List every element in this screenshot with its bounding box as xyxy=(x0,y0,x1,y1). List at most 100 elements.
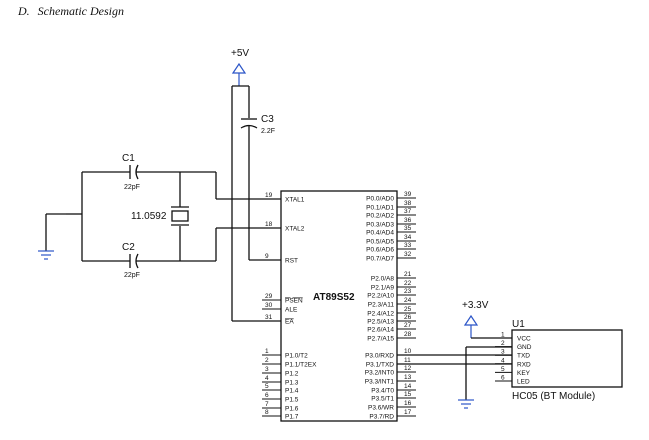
pin-number: 31 xyxy=(265,314,273,321)
pin-number: 35 xyxy=(404,225,412,232)
pin-number: 3 xyxy=(501,349,505,356)
section-heading: D. Schematic Design xyxy=(18,4,132,19)
pin-number: 17 xyxy=(404,409,412,416)
pin-number: 38 xyxy=(404,200,412,207)
mcu-pin: 2P1.1/T2EX xyxy=(262,357,317,369)
pin-label: P3.0/RXD xyxy=(365,353,394,360)
pin-label: XTAL2 xyxy=(285,226,305,233)
pin-label: P1.3 xyxy=(285,380,299,387)
pin-number: 21 xyxy=(404,271,412,278)
pin-label: P0.3/AD3 xyxy=(366,222,394,229)
pin-number: 28 xyxy=(404,331,412,338)
pin-number: 34 xyxy=(404,234,412,241)
pin-number: 39 xyxy=(404,191,412,198)
vcc5-label: +5V xyxy=(231,48,249,59)
pin-number: 23 xyxy=(404,288,412,295)
pin-number: 6 xyxy=(265,392,269,399)
ground-icon xyxy=(458,399,474,409)
pin-number: 4 xyxy=(265,375,269,382)
vcc33-symbol xyxy=(463,314,479,338)
mcu-pin: 1P1.0/T2 xyxy=(262,348,308,360)
pin-label: LED xyxy=(517,379,530,386)
pin-label: P0.4/AD4 xyxy=(366,230,394,237)
pin-label: P2.1/A9 xyxy=(371,285,395,292)
pin-label: P0.0/AD0 xyxy=(366,196,394,203)
pin-label: VCC xyxy=(517,336,531,343)
pin-label: P1.7 xyxy=(285,414,299,421)
pin-label: P0.6/AD6 xyxy=(366,247,394,254)
pin-number: 30 xyxy=(265,302,273,309)
pin-number: 1 xyxy=(265,348,269,355)
mcu-pin: 7P1.6 xyxy=(262,401,299,413)
mcu-pin: 4P1.3 xyxy=(262,375,299,387)
c3-name: C3 xyxy=(261,114,274,125)
pin-number: 15 xyxy=(404,391,412,398)
mcu-pin: 8P1.7 xyxy=(262,409,299,421)
pin-label: P3.2/INT0 xyxy=(365,370,395,377)
pin-number: 4 xyxy=(501,357,505,364)
pin-number: 6 xyxy=(501,375,505,382)
pin-label: P2.3/A11 xyxy=(368,302,395,309)
pin-number: 36 xyxy=(404,217,412,224)
pin-number: 11 xyxy=(404,357,411,364)
pin-label: P0.1/AD1 xyxy=(366,205,394,212)
crystal xyxy=(171,206,189,226)
pin-label: P0.7/AD7 xyxy=(366,256,394,263)
pin-label: TXD xyxy=(517,353,530,360)
pin-number: 37 xyxy=(404,208,412,215)
pin-number: 18 xyxy=(265,221,273,228)
mcu-pin: 6P1.5 xyxy=(262,392,299,404)
pin-number: 29 xyxy=(265,293,273,300)
pin-number: 22 xyxy=(404,280,412,287)
bt-wires xyxy=(397,337,512,400)
pin-label: ALE xyxy=(285,307,298,314)
section-number: D. xyxy=(18,4,30,18)
pin-number: 1 xyxy=(501,332,505,339)
pin-number: 27 xyxy=(404,322,412,329)
pin-label: P1.4 xyxy=(285,388,299,395)
pin-number: 3 xyxy=(265,366,269,373)
pin-label: P3.4/T0 xyxy=(371,388,394,395)
section-title: Schematic Design xyxy=(37,4,124,18)
pin-label: P2.4/A12 xyxy=(367,311,394,318)
crystal-value: 11.0592 xyxy=(131,211,167,222)
vcc5-symbol xyxy=(231,62,247,86)
pin-number: 10 xyxy=(404,348,412,355)
pin-label: P3.6/WR xyxy=(368,405,394,412)
c2-capacitor xyxy=(129,253,139,269)
pin-number: 24 xyxy=(404,297,412,304)
oscillator-wires xyxy=(66,171,281,262)
bt-name: HC05 (BT Module) xyxy=(512,391,595,402)
pin-label: P1.1/T2EX xyxy=(285,362,317,369)
c3-value: 2.2F xyxy=(261,128,275,135)
pin-number: 13 xyxy=(404,374,412,381)
c1-capacitor xyxy=(129,164,139,180)
pin-label: P0.5/AD5 xyxy=(366,239,394,246)
pin-label: P3.1/TXD xyxy=(366,362,394,369)
